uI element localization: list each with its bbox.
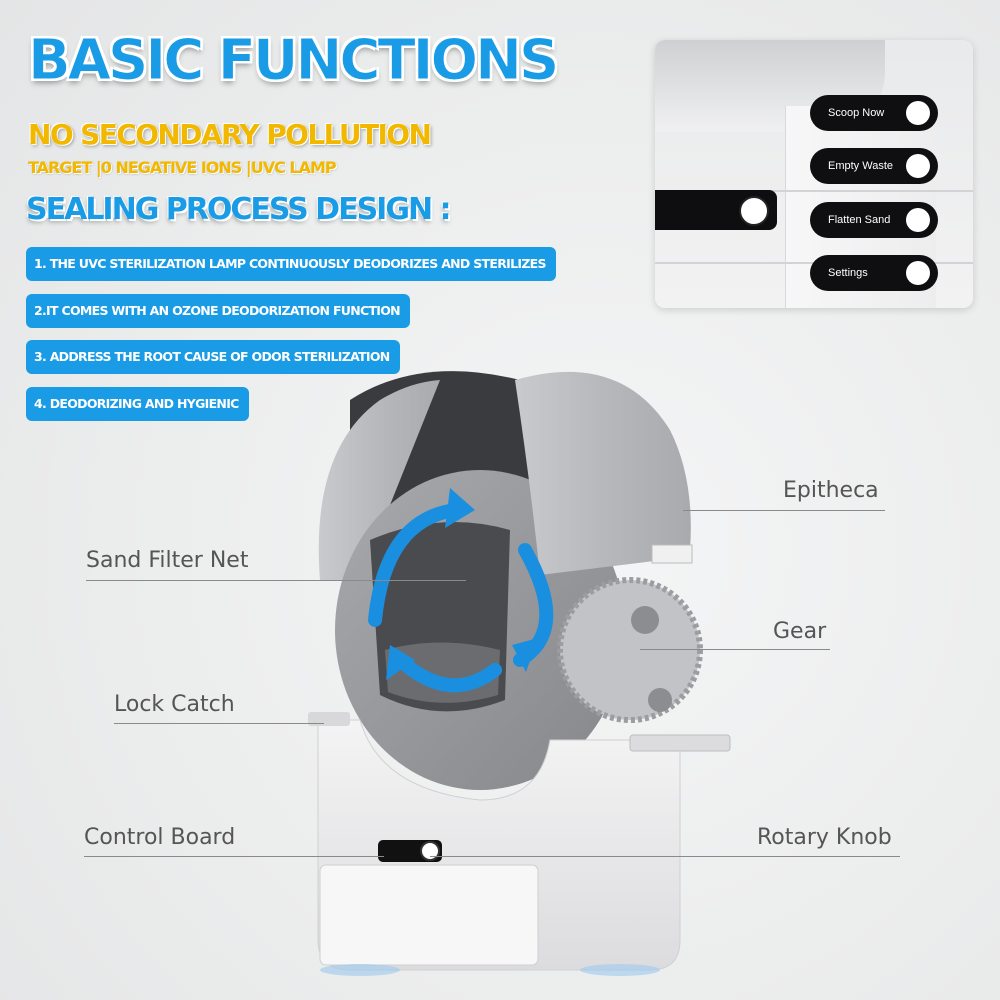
feature-pill-1: 1. THE UVC STERILIZATION LAMP CONTINUOUS… (26, 247, 556, 281)
settings-button[interactable]: Settings (810, 255, 938, 291)
subtitle: NO SECONDARY POLLUTION (28, 118, 432, 151)
foot-glow (320, 964, 400, 976)
epitheca-latch (651, 544, 693, 564)
gear-icon (557, 577, 703, 723)
toggle-dot-icon (906, 154, 930, 178)
empty-waste-button[interactable]: Empty Waste (810, 148, 938, 184)
flatten-sand-label: Flatten Sand (828, 214, 891, 226)
left-shell (318, 380, 440, 580)
callout-rotary-knob: Rotary Knob (757, 825, 892, 850)
leader-line (430, 856, 900, 857)
section-heading: SEALING PROCESS DESIGN : (26, 192, 452, 227)
waste-drawer (319, 864, 539, 966)
toggle-dot-icon (906, 101, 930, 125)
scoop-now-label: Scoop Now (828, 107, 885, 119)
callout-gear: Gear (773, 619, 827, 644)
rotary-knob-icon (739, 196, 769, 226)
epitheca-shell (515, 371, 691, 575)
litter-box-illustration (308, 371, 731, 976)
foot-glow (580, 964, 660, 976)
settings-label: Settings (828, 267, 868, 279)
inset-control-slot (655, 190, 777, 230)
callout-control-board: Control Board (84, 825, 236, 850)
leader-line (640, 649, 830, 650)
feature-pill-4: 4. DEODORIZING AND HYGIENIC (26, 387, 249, 421)
callout-sand-filter-net: Sand Filter Net (86, 548, 249, 573)
callout-lock-catch: Lock Catch (114, 692, 235, 717)
feature-pill-3: 3. ADDRESS THE ROOT CAUSE OF ODOR STERIL… (26, 340, 400, 374)
rotary-knob-icon (420, 841, 440, 861)
arrowhead-icon (512, 638, 538, 672)
lock-catch (308, 712, 350, 726)
arrowhead-icon (386, 645, 415, 680)
toggle-dot-icon (906, 261, 930, 285)
leader-line (84, 856, 384, 857)
toggle-dot-icon (906, 208, 930, 232)
gear-hub (631, 606, 659, 634)
leader-line (114, 723, 324, 724)
arrowhead-icon (445, 488, 475, 528)
page-title: BASIC FUNCTIONS (27, 28, 559, 94)
rotation-arrow-bottom (393, 653, 502, 693)
empty-waste-label: Empty Waste (828, 160, 893, 172)
leader-line (86, 580, 466, 581)
leader-line (683, 510, 885, 511)
callout-epitheca: Epitheca (783, 478, 879, 503)
scoop-now-button[interactable]: Scoop Now (810, 95, 938, 131)
flatten-sand-button[interactable]: Flatten Sand (810, 202, 938, 238)
rotation-arrow-top (368, 503, 462, 627)
inset-ledge (655, 190, 973, 192)
rotary-arm (629, 734, 731, 752)
tagline: TARGET |0 NEGATIVE IONS |UVC LAMP (28, 158, 337, 177)
feature-pill-2: 2.IT COMES WITH AN OZONE DEODORIZATION F… (26, 294, 410, 328)
gear-pin (648, 688, 672, 712)
